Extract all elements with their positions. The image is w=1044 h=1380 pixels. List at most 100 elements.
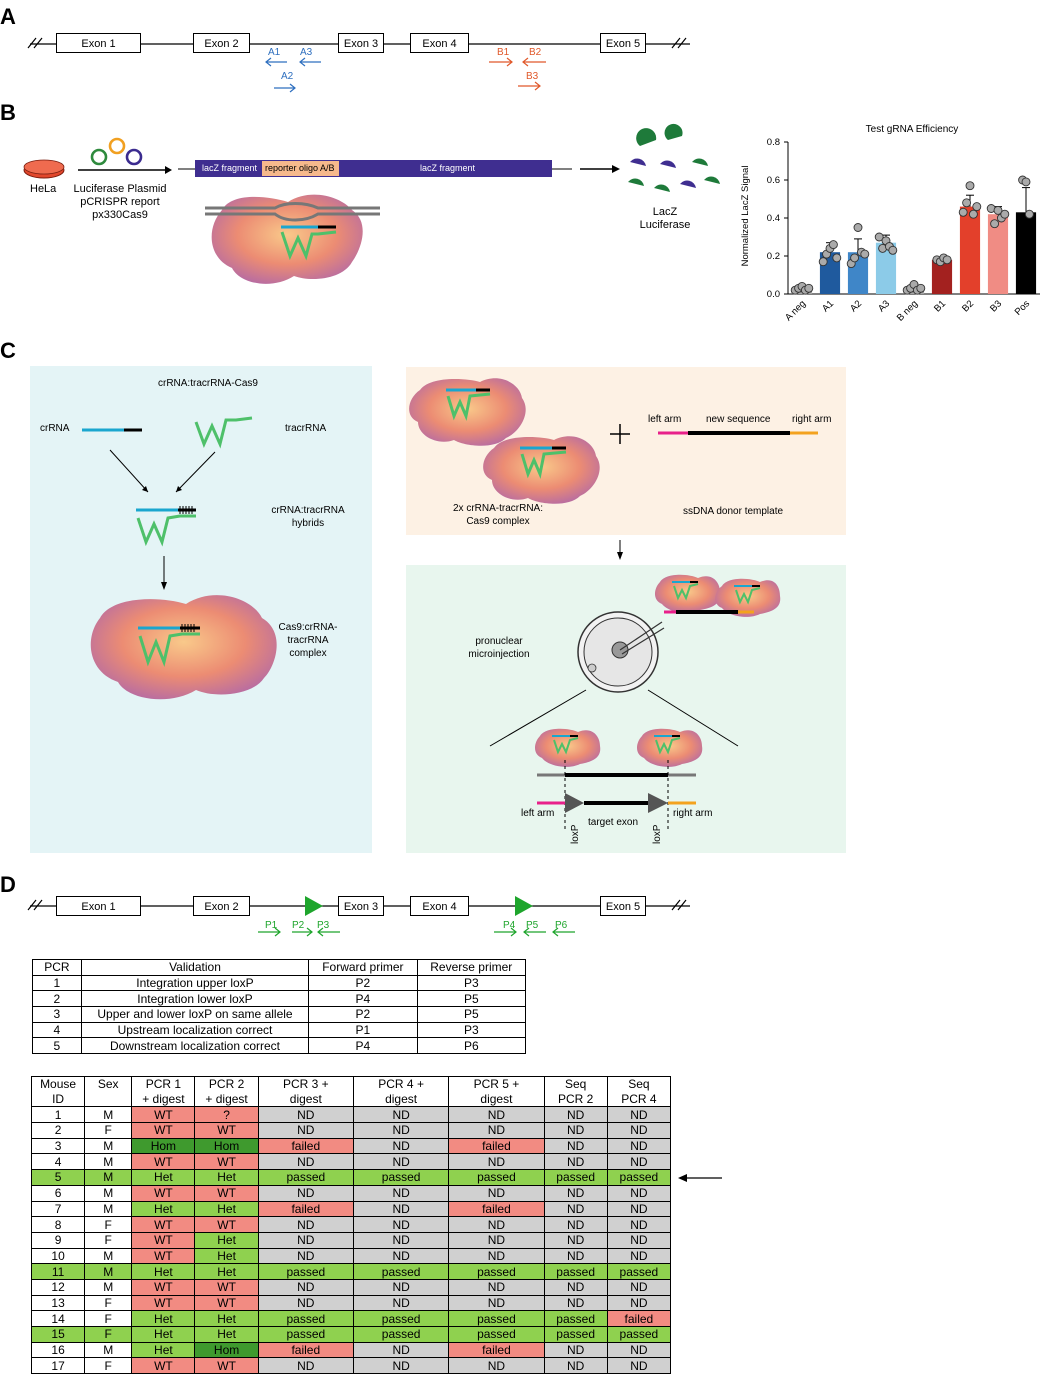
left-arm-label-2: left arm bbox=[521, 808, 555, 819]
hela-label: HeLa bbox=[30, 183, 57, 195]
mouse-table-cell: WT bbox=[131, 1184, 196, 1202]
left-arm-label: left arm bbox=[648, 414, 682, 425]
panel-letter-d: D bbox=[0, 872, 16, 897]
mouse-table-cell: WT bbox=[194, 1357, 259, 1375]
exon-5-d: Exon 5 bbox=[600, 896, 646, 916]
mouse-table-cell: ND bbox=[606, 1216, 672, 1233]
mouse-table-cell: ND bbox=[543, 1341, 608, 1359]
mouse-table-cell: WT bbox=[131, 1216, 196, 1233]
chart-point bbox=[818, 257, 828, 267]
mouse-table-cell: failed bbox=[448, 1200, 545, 1218]
pcr-table-cell: P2 bbox=[308, 1006, 418, 1023]
mouse-table-cell: Het bbox=[194, 1231, 259, 1249]
chart-point bbox=[804, 283, 814, 293]
mouse-table-cell: ND bbox=[448, 1357, 545, 1375]
mouse-table-cell: ND bbox=[543, 1357, 608, 1375]
mouse-table-cell: WT bbox=[131, 1294, 196, 1312]
highlight-arrow bbox=[678, 1174, 722, 1182]
mouse-table-header-cell: PCR 1 bbox=[131, 1075, 196, 1092]
pcr-header-validation: Validation bbox=[80, 959, 310, 976]
pcr-header-pcr: PCR bbox=[32, 959, 82, 976]
exon-4: Exon 4 bbox=[410, 33, 469, 53]
mouse-table-cell: ND bbox=[606, 1200, 672, 1218]
mouse-table-cell: 16 bbox=[30, 1341, 86, 1359]
mouse-table-cell: WT bbox=[131, 1231, 196, 1249]
pcr-table-cell: P5 bbox=[416, 990, 527, 1008]
hybrids-label: crRNA:tracrRNA hybrids bbox=[255, 504, 361, 530]
mouse-table-cell: passed bbox=[257, 1263, 354, 1280]
mouse-table-cell: ? bbox=[194, 1106, 259, 1124]
chart-point bbox=[828, 240, 838, 250]
complex-line-3: complex bbox=[289, 648, 327, 659]
mouse-table-cell: ND bbox=[543, 1106, 608, 1124]
pcr-table-cell: Upper and lower loxP on same allele bbox=[80, 1006, 310, 1023]
chart-point bbox=[853, 223, 863, 232]
mouse-table-cell: F bbox=[84, 1310, 133, 1327]
mouse-table-cell: ND bbox=[606, 1137, 672, 1155]
mouse-table-cell: ND bbox=[352, 1231, 450, 1249]
mouse-table-cell: 14 bbox=[30, 1310, 86, 1327]
output-label-luciferase: Luciferase bbox=[639, 219, 691, 231]
mouse-table-cell: 3 bbox=[30, 1137, 86, 1155]
mouse-table-header-cell: + digest bbox=[131, 1091, 196, 1108]
mouse-table-cell: Hom bbox=[194, 1341, 259, 1359]
chart-x-tick-label: A1 bbox=[820, 298, 836, 314]
chart-x-tick-label: A2 bbox=[848, 298, 864, 314]
mouse-table-cell: ND bbox=[448, 1184, 545, 1202]
mouse-table-cell: ND bbox=[606, 1184, 672, 1202]
mouse-table-cell: F bbox=[84, 1357, 133, 1375]
panel-letter-b: B bbox=[0, 100, 16, 125]
mouse-table-cell: ND bbox=[257, 1106, 354, 1124]
mouse-table-cell: ND bbox=[352, 1137, 450, 1155]
mouse-table-cell: passed bbox=[543, 1310, 608, 1327]
mouse-table-header-cell: PCR 3 + bbox=[257, 1075, 354, 1092]
primer-p6: P6 bbox=[555, 920, 568, 931]
mouse-table-header-cell: PCR 4 bbox=[606, 1091, 672, 1108]
mouse-table-cell: ND bbox=[543, 1216, 608, 1233]
mouse-table-cell: failed bbox=[606, 1310, 672, 1327]
mouse-table-cell: 7 bbox=[30, 1200, 86, 1218]
panel-a-gene-diagram bbox=[27, 37, 690, 93]
mouse-table-cell: ND bbox=[448, 1106, 545, 1124]
mouse-table-cell: passed bbox=[606, 1169, 672, 1186]
exon-3: Exon 3 bbox=[338, 33, 384, 53]
mouse-table-cell: WT bbox=[194, 1122, 259, 1139]
mouse-table-cell: ND bbox=[606, 1278, 672, 1296]
mouse-table-cell: WT bbox=[131, 1153, 196, 1171]
complex-label: Cas9:crRNA- tracrRNA complex bbox=[255, 621, 361, 660]
exon-2-d: Exon 2 bbox=[193, 896, 250, 916]
pcr-table-cell: P4 bbox=[308, 990, 418, 1008]
mouse-table-cell: ND bbox=[257, 1153, 354, 1171]
mouse-table-cell: 13 bbox=[30, 1294, 86, 1312]
mouse-table-cell: passed bbox=[543, 1263, 608, 1280]
mouse-table-cell: ND bbox=[257, 1357, 354, 1375]
mouse-table-cell: 12 bbox=[30, 1278, 86, 1296]
mouse-table-cell: M bbox=[84, 1153, 133, 1171]
mouse-table-cell: WT bbox=[194, 1278, 259, 1296]
mouse-table-cell: M bbox=[84, 1263, 133, 1280]
mouse-table-cell: ND bbox=[448, 1278, 545, 1296]
mouse-table-cell: ND bbox=[257, 1294, 354, 1312]
right-arm-label: right arm bbox=[792, 414, 832, 425]
mouse-table-cell: Het bbox=[131, 1326, 196, 1343]
chart-x-tick-label: B3 bbox=[988, 298, 1004, 314]
two-complex-line-2: Cas9 complex bbox=[466, 516, 530, 527]
mouse-table-cell: Hom bbox=[194, 1137, 259, 1155]
mouse-table-cell: passed bbox=[448, 1310, 545, 1327]
panel-d-gene-diagram bbox=[27, 896, 690, 937]
mouse-table-cell: ND bbox=[257, 1184, 354, 1202]
mouse-table-cell: passed bbox=[257, 1169, 354, 1186]
gRNA-efficiency-chart: Test gRNA Efficiency Normalized LacZ Sig… bbox=[740, 124, 1040, 324]
mouse-table-cell: ND bbox=[352, 1122, 450, 1139]
mouse-table-cell: ND bbox=[448, 1247, 545, 1265]
pcr-table: PCR Validation Forward primer Reverse pr… bbox=[32, 959, 527, 1055]
